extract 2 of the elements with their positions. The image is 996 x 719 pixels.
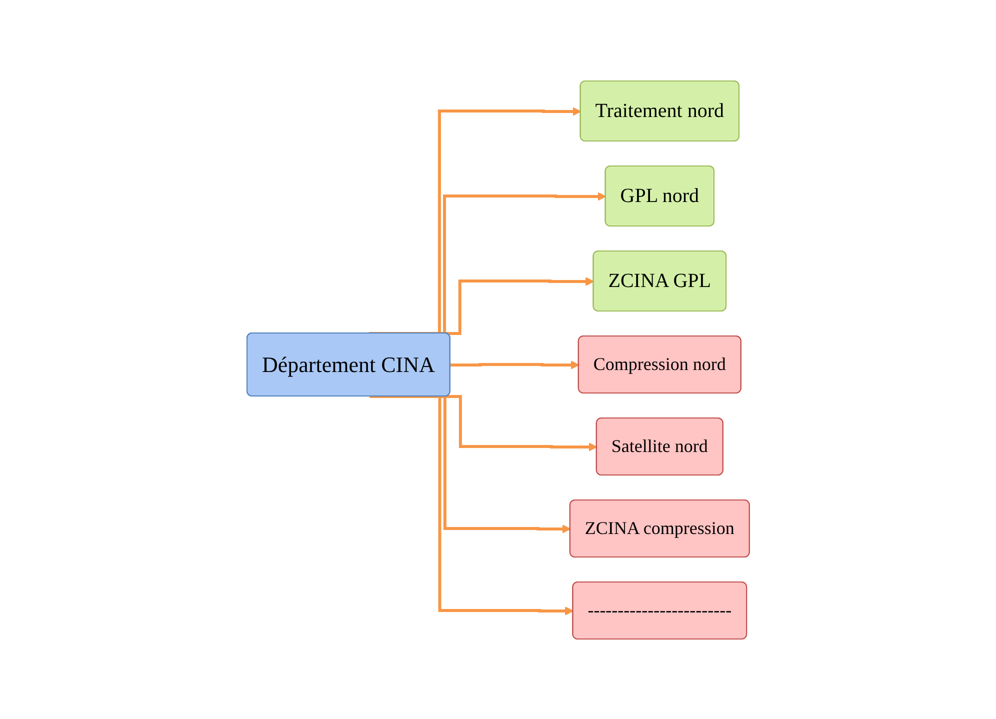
arrow — [369, 394, 574, 615]
arrow — [450, 360, 580, 369]
